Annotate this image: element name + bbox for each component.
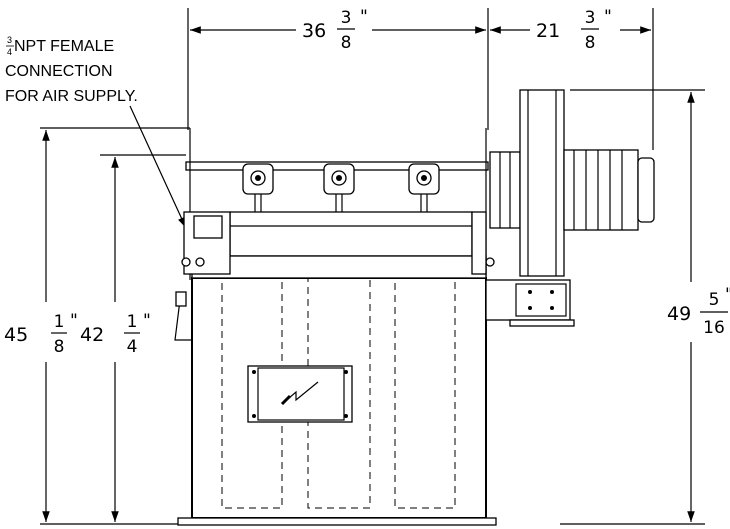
left-dimension-45: 45 1 8 " [4,127,190,525]
dim-42-den: 4 [127,337,138,357]
dim-45-whole: 45 [4,324,28,346]
dim-36-num: 3 [341,8,352,28]
valve-2 [323,163,355,212]
dim-21-unit: " [604,7,612,27]
fan-assembly [485,89,655,327]
note-frac-num: 3 [7,35,12,45]
top-dimension-21: 21 3 8 " [490,7,654,150]
dim-42-whole: 42 [80,324,104,346]
note-line1: NPT FEMALE [14,38,114,55]
pulse-header [175,128,495,307]
air-supply-note: 3 4 NPT FEMALE CONNECTION FOR AIR SUPPLY… [5,35,187,229]
note-frac-den: 4 [7,47,12,57]
dim-21-whole: 21 [536,20,560,42]
valve-3 [408,163,440,212]
note-line3: FOR AIR SUPPLY. [5,88,138,105]
right-dimension-49: 49 5 16 " [560,89,730,525]
dim-36-whole: 36 [302,20,326,42]
dim-49-whole: 49 [667,303,691,325]
dim-49-den: 16 [703,318,725,338]
valve-1 [242,163,274,212]
dim-45-num: 1 [54,312,65,332]
dim-45-den: 8 [54,337,65,357]
dim-36-den: 8 [341,33,352,53]
dim-45-unit: " [70,311,78,331]
dim-42-unit: " [143,311,151,331]
left-dimension-42: 42 1 4 " [80,154,186,522]
dim-36-unit: " [360,7,368,27]
note-line2: CONNECTION [5,63,113,80]
top-dimension-36: 36 3 8 " [187,7,489,130]
dim-21-den: 8 [585,33,596,53]
dim-42-num: 1 [127,312,138,332]
dim-49-num: 5 [709,290,720,310]
dim-49-unit: " [725,285,730,305]
dim-21-num: 3 [585,8,596,28]
